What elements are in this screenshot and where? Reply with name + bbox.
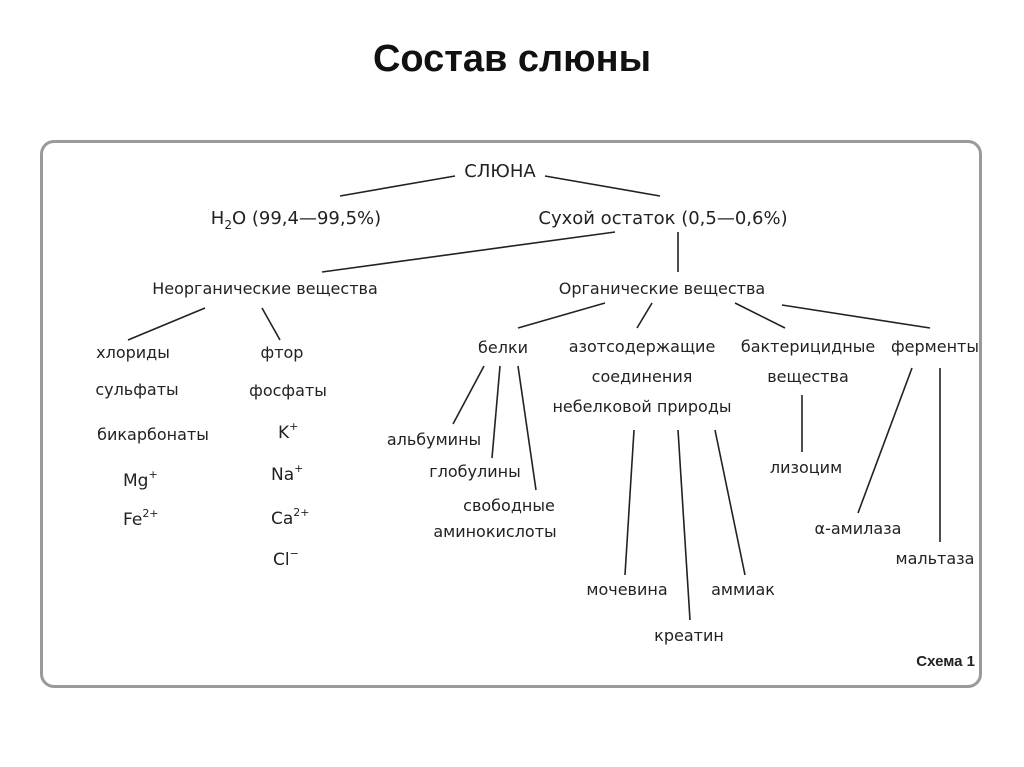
node-amino-acids-line2: аминокислоты (433, 522, 556, 541)
node-water: H2O (99,4—99,5%) (211, 208, 381, 232)
node-cl: Cl− (273, 547, 299, 570)
edge-root-dry (544, 175, 661, 197)
node-bicarbonates: бикарбонаты (97, 425, 209, 444)
node-creatine: креатин (654, 626, 724, 645)
edge-nitrogen-creatine (677, 429, 691, 621)
diagram-frame (40, 140, 982, 688)
node-bactericidal-line2: вещества (767, 367, 849, 386)
edge-inorganic-fluoride (261, 307, 281, 341)
node-urea: мочевина (586, 580, 667, 599)
node-na: Na+ (271, 462, 303, 485)
edge-inorganic-chlorides (127, 307, 206, 341)
edge-root-water (339, 175, 456, 197)
edge-dry-inorganic (321, 231, 616, 273)
mg-superscript: + (148, 468, 157, 481)
page-title: Состав слюны (372, 38, 652, 80)
node-enzymes: ферменты (891, 337, 979, 356)
k-base: K (278, 423, 290, 443)
connector-lines (127, 175, 941, 621)
node-fe: Fe2+ (123, 507, 159, 530)
node-albumins: альбумины (387, 430, 481, 449)
node-inorganic: Неорганические вещества (152, 279, 378, 298)
node-saliva: СЛЮНА (464, 161, 536, 182)
node-maltase: мальтаза (896, 549, 975, 568)
node-amylase: α-амилаза (815, 519, 902, 538)
k-superscript: + (289, 420, 298, 433)
node-phosphates: фосфаты (249, 381, 327, 400)
node-nitrogen-line3: небелковой природы (552, 397, 731, 416)
water-h: H (211, 208, 225, 229)
na-superscript: + (294, 462, 303, 475)
node-ammonia: аммиак (711, 580, 775, 599)
node-fluoride: фтор (261, 343, 304, 362)
scheme-label: Схема 1 (916, 653, 975, 670)
node-mg: Mg+ (123, 468, 158, 491)
edge-nitrogen-urea (624, 429, 635, 576)
node-sulfates: сульфаты (95, 380, 178, 399)
node-dry-residue: Сухой остаток (0,5—0,6%) (538, 208, 787, 229)
edge-organic-proteins (517, 302, 606, 329)
fe-base: Fe (123, 510, 142, 530)
node-globulins: глобулины (429, 462, 520, 481)
edge-organic-enzymes (781, 304, 931, 329)
water-rest: O (99,4—99,5%) (232, 208, 381, 229)
na-base: Na (271, 465, 294, 485)
cl-superscript: − (290, 547, 299, 560)
edge-enzymes-amylase (857, 367, 913, 514)
edge-proteins-globulins (491, 365, 501, 459)
node-nitrogen-line2: соединения (592, 367, 693, 386)
edge-organic-bactericidal (734, 302, 786, 329)
node-bactericidal-line1: бактерицидные (741, 337, 875, 356)
mg-base: Mg (123, 471, 148, 491)
node-proteins: белки (478, 338, 528, 357)
fe-superscript: 2+ (142, 507, 158, 520)
node-organic: Органические вещества (559, 279, 765, 298)
water-subscript: 2 (224, 218, 232, 232)
node-ca: Ca2+ (271, 506, 310, 529)
cl-base: Cl (273, 550, 290, 570)
node-lysozyme: лизоцим (770, 458, 842, 477)
node-k: K+ (278, 420, 298, 443)
node-amino-acids-line1: свободные (463, 496, 555, 515)
ca-superscript: 2+ (293, 506, 309, 519)
node-chlorides: хлориды (96, 343, 170, 362)
edge-proteins-amino (517, 365, 537, 491)
edge-organic-nitrogen (636, 302, 653, 329)
edge-nitrogen-ammonia (714, 429, 746, 576)
ca-base: Ca (271, 509, 293, 529)
node-nitrogen-line1: азотсодержащие (569, 337, 716, 356)
edge-proteins-albumins (452, 365, 485, 425)
